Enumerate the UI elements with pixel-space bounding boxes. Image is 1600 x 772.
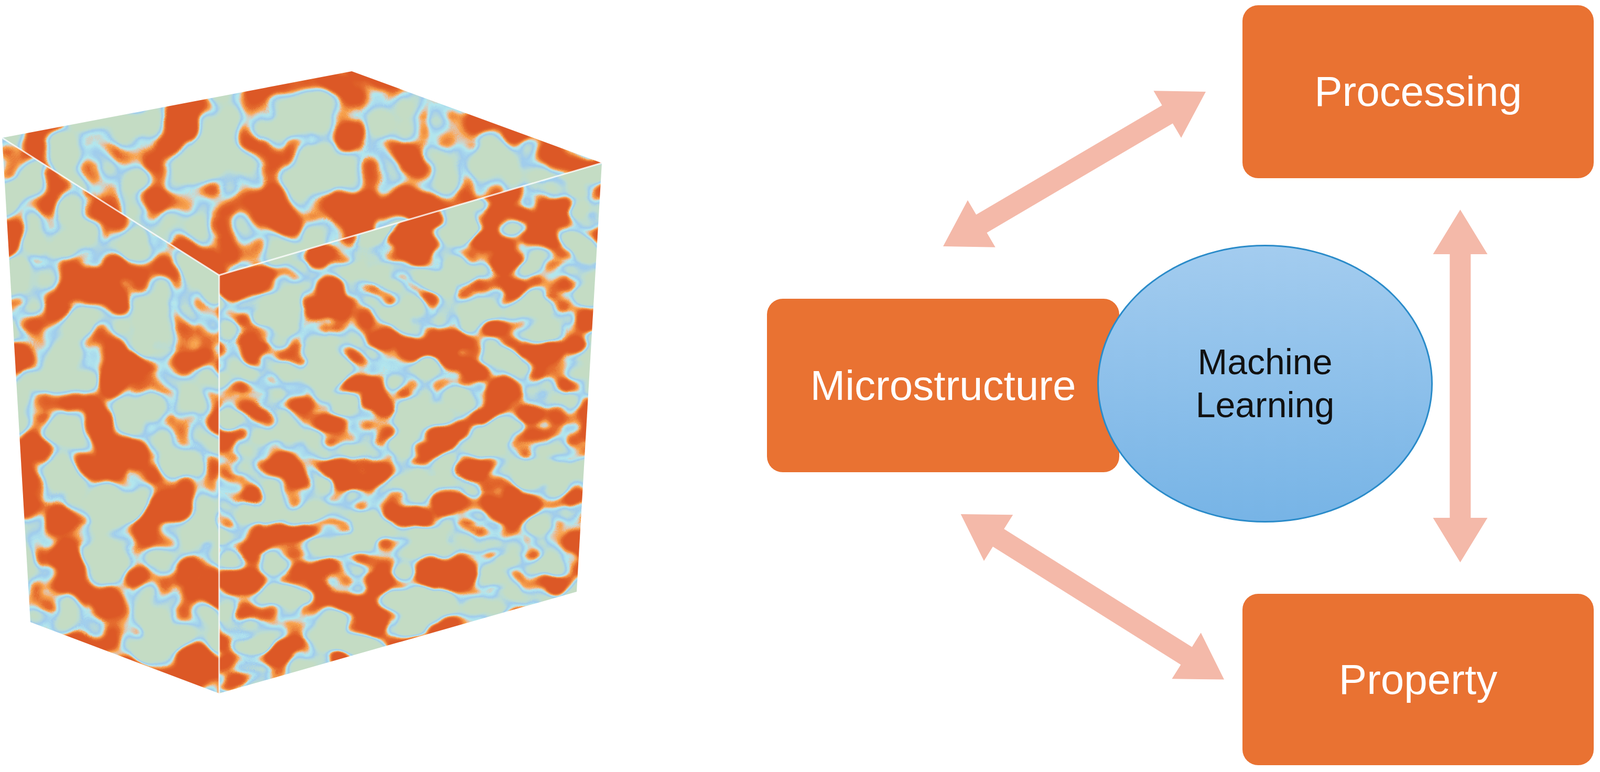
stage-box: Property (1242, 593, 1594, 766)
double-arrow (1432, 209, 1488, 563)
box-label: Property (1338, 654, 1498, 706)
cube-left-face (0, 133, 223, 698)
double-arrow (943, 90, 1206, 247)
method-circle: Machine Learning (1097, 244, 1433, 523)
circle-label: Machine Learning (1154, 340, 1376, 427)
stage-box: Processing (1242, 5, 1594, 179)
box-label: Microstructure (810, 360, 1077, 412)
box-label: Processing (1314, 66, 1522, 117)
double-arrow (960, 514, 1225, 680)
cube-edge (218, 275, 221, 694)
cube-edge (2, 137, 602, 276)
stage-box: Microstructure (766, 298, 1120, 473)
cube-right-face (214, 157, 606, 698)
